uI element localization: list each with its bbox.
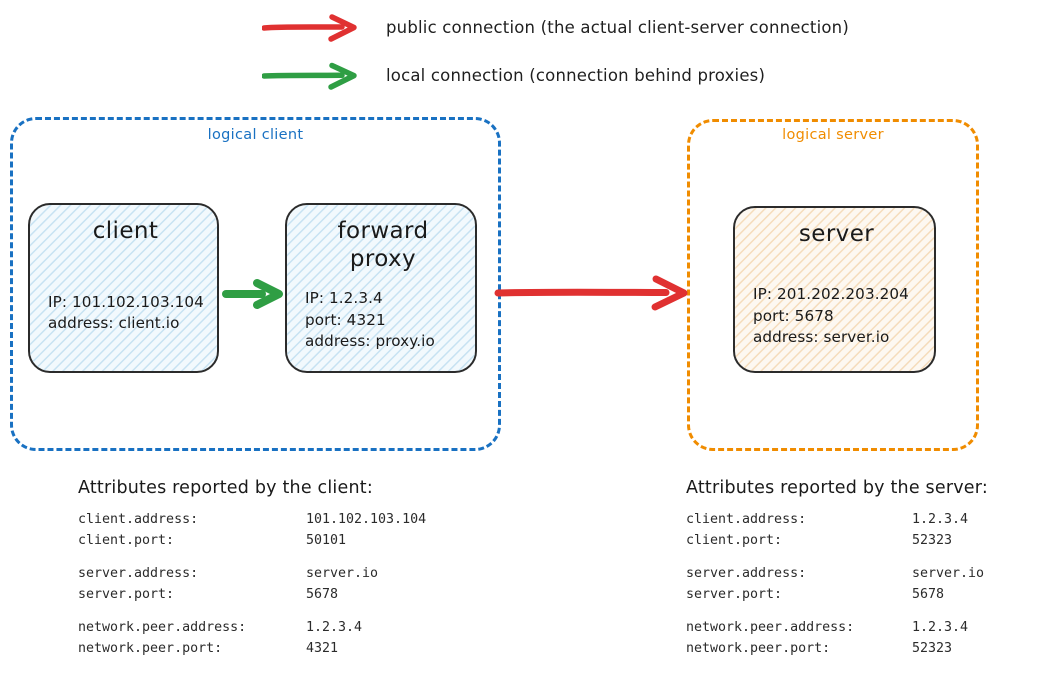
hatch-pattern-orange — [735, 208, 934, 371]
attribute-value: 52323 — [912, 532, 953, 548]
node-forward-proxy[interactable]: forward proxy IP: 1.2.3.4 port: 4321 add… — [285, 203, 477, 373]
attribute-row: client.address: 1.2.3.4 — [686, 510, 984, 531]
attribute-value: 5678 — [306, 586, 339, 602]
node-forward-proxy-props: IP: 1.2.3.4 port: 4321 address: proxy.io — [305, 288, 461, 361]
node-client[interactable]: client IP: 101.102.103.104 address: clie… — [28, 203, 219, 373]
server-attributes-table: client.address: 1.2.3.4 client.port: 52323 s… — [686, 510, 984, 660]
attribute-row: network.peer.address: 1.2.3.4 — [78, 618, 426, 639]
hatch-pattern-blue — [30, 205, 217, 371]
attribute-row: server.address: server.io — [686, 564, 984, 585]
node-forward-proxy-title: forward proxy — [337, 218, 429, 273]
client-attributes-table: client.address: 101.102.103.104 client.por… — [78, 510, 426, 660]
attribute-value: 50101 — [306, 532, 347, 548]
green-arrow-icon — [262, 62, 357, 90]
attribute-row-spacer — [686, 551, 984, 564]
logical-server-group: logical server — [687, 119, 979, 451]
attribute-key: server.address: — [686, 566, 807, 582]
attribute-row: network.peer.address: 1.2.3.4 — [686, 618, 984, 639]
legend-label-public: public connection (the actual client-ser… — [386, 17, 849, 37]
node-client-title: client — [92, 218, 159, 244]
node-proxy-prop-port: port: 4321 — [305, 310, 386, 329]
attribute-row: network.peer.port: 4321 — [78, 639, 426, 660]
attribute-value: 1.2.3.4 — [912, 512, 969, 527]
node-server-title: server — [798, 221, 875, 247]
attribute-row: server.address: server.io — [78, 564, 426, 585]
green-arrow-icon — [222, 279, 283, 309]
logical-server-label: logical server — [772, 127, 894, 143]
attribute-row-spacer — [78, 605, 426, 618]
attribute-row: server.port: 5678 — [686, 585, 984, 606]
client-attributes-block: Attributes reported by the client: clien… — [78, 478, 426, 660]
red-arrow-icon — [494, 275, 688, 311]
node-server-props: IP: 201.202.203.204 port: 5678 address: … — [753, 284, 920, 361]
node-server-prop-address: address: server.io — [753, 328, 890, 347]
attribute-key: network.peer.address: — [686, 620, 855, 636]
node-client-prop-address: address: client.io — [48, 314, 180, 333]
server-attributes-rows: client.address: 1.2.3.4 client.port: 52323 s… — [686, 510, 984, 660]
attribute-value: 4321 — [306, 641, 339, 657]
attribute-value: 1.2.3.4 — [306, 620, 363, 636]
attribute-key: network.peer.port: — [78, 641, 223, 657]
attribute-value: 1.2.3.4 — [912, 620, 969, 636]
attribute-row: client.port: 52323 — [686, 531, 984, 552]
attribute-key: client.address: — [78, 512, 199, 527]
attribute-key: server.port: — [78, 586, 175, 602]
node-client-prop-ip: IP: 101.102.103.104 — [48, 292, 204, 311]
node-client-props: IP: 101.102.103.104 address: client.io — [48, 292, 204, 361]
client-attributes-heading: Attributes reported by the client: — [78, 478, 373, 498]
node-server-prop-port: port: 5678 — [753, 306, 834, 325]
node-proxy-prop-address: address: proxy.io — [305, 332, 435, 351]
red-arrow-icon — [262, 14, 357, 42]
attribute-row-spacer — [78, 551, 426, 564]
node-server-prop-ip: IP: 201.202.203.204 — [753, 285, 909, 304]
attribute-row: client.port: 50101 — [78, 531, 426, 552]
attribute-key: server.port: — [686, 586, 783, 602]
attribute-row: server.port: 5678 — [78, 585, 426, 606]
attribute-value: 101.102.103.104 — [306, 512, 427, 527]
attribute-key: client.address: — [686, 512, 807, 527]
attribute-key: network.peer.address: — [78, 620, 247, 636]
attribute-value: server.io — [912, 566, 985, 582]
client-attributes-rows: client.address: 101.102.103.104 client.por… — [78, 510, 426, 660]
logical-client-group: logical client — [10, 117, 501, 451]
attribute-key: network.peer.port: — [686, 641, 831, 657]
attribute-value: 52323 — [912, 641, 953, 657]
attribute-row: network.peer.port: 52323 — [686, 639, 984, 660]
legend-entry-local: local connection (connection behind prox… — [262, 58, 765, 92]
attribute-row: client.address: 101.102.103.104 — [78, 510, 426, 531]
legend-label-local: local connection (connection behind prox… — [386, 65, 766, 85]
node-server[interactable]: server IP: 201.202.203.204 port: 5678 ad… — [733, 206, 936, 373]
node-proxy-prop-ip: IP: 1.2.3.4 — [305, 289, 383, 308]
attribute-value: 5678 — [912, 586, 945, 602]
server-attributes-heading: Attributes reported by the server: — [686, 478, 988, 498]
server-attributes-block: Attributes reported by the server: clien… — [686, 478, 988, 660]
attribute-key: server.address: — [78, 566, 199, 582]
logical-client-label: logical client — [197, 127, 314, 143]
attribute-key: client.port: — [78, 532, 175, 548]
attribute-row-spacer — [686, 605, 984, 618]
attribute-value: server.io — [306, 566, 379, 582]
hatch-pattern-blue — [287, 205, 475, 371]
attribute-key: client.port: — [686, 532, 783, 548]
legend-entry-public: public connection (the actual client-ser… — [262, 10, 849, 44]
